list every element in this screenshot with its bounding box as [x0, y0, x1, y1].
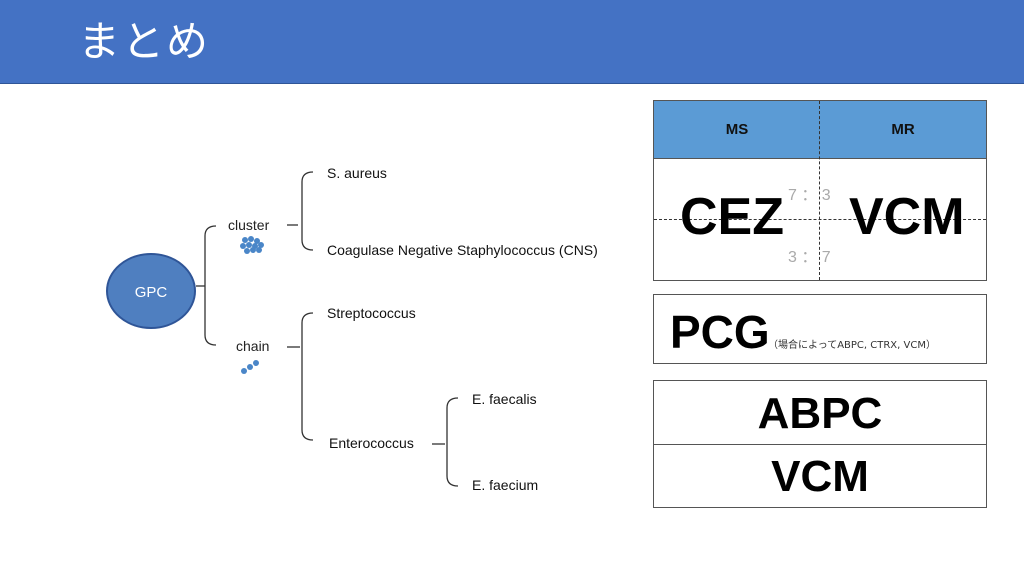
- cluster-bracket: [287, 171, 314, 251]
- slide-title: まとめ: [78, 17, 211, 66]
- cez-drug: CEZ: [680, 188, 784, 246]
- vertical-dashed-divider: [819, 101, 820, 280]
- title-bar: まとめ: [0, 0, 1024, 84]
- enterococcus-treatment-table: ABPC VCM: [653, 380, 987, 508]
- chain-cocci-icon: [241, 360, 259, 374]
- gpc-label: GPC: [135, 284, 168, 301]
- chain-label: chain: [236, 338, 269, 354]
- ratio-top: 7 ： 3: [788, 187, 831, 204]
- streptococcus-treatment-box: PCG （場合によってABPC, CTRX, VCM）: [653, 294, 987, 364]
- ms-header-label: MS: [725, 121, 749, 138]
- s-aureus-label: S. aureus: [327, 165, 387, 181]
- cluster-label: cluster: [228, 217, 270, 233]
- ratio-bottom: 3 ： 7: [788, 249, 831, 266]
- cns-label: Coagulase Negative Staphylococcus (CNS): [327, 242, 598, 258]
- mr-header-label: MR: [891, 121, 915, 138]
- row-divider: [654, 444, 986, 445]
- horizontal-dashed-divider: [654, 219, 986, 220]
- e-faecium-label: E. faecium: [472, 477, 538, 493]
- enterococcus-label: Enterococcus: [329, 435, 414, 451]
- header-divider: [654, 158, 986, 159]
- abpc-drug: ABPC: [757, 389, 883, 438]
- vcm-drug-enterococcus: VCM: [771, 452, 869, 501]
- vcm-drug-mr: VCM: [849, 188, 965, 246]
- enterococcus-bracket: [432, 397, 459, 487]
- staphylococcus-treatment-table: MS MR 7 ： 3 3 ： 7 CEZ VCM: [653, 100, 987, 281]
- pcg-drug: PCG: [670, 306, 770, 358]
- gpc-node: [106, 253, 196, 329]
- e-faecalis-label: E. faecalis: [472, 391, 537, 407]
- ms-header: MS: [654, 101, 820, 158]
- cluster-cocci-icon: [240, 236, 264, 254]
- pcg-note: （場合によってABPC, CTRX, VCM）: [768, 340, 936, 351]
- streptococcus-label: Streptococcus: [327, 305, 416, 321]
- root-bracket: [196, 225, 217, 346]
- mr-header: MR: [820, 101, 986, 158]
- chain-bracket: [287, 312, 314, 441]
